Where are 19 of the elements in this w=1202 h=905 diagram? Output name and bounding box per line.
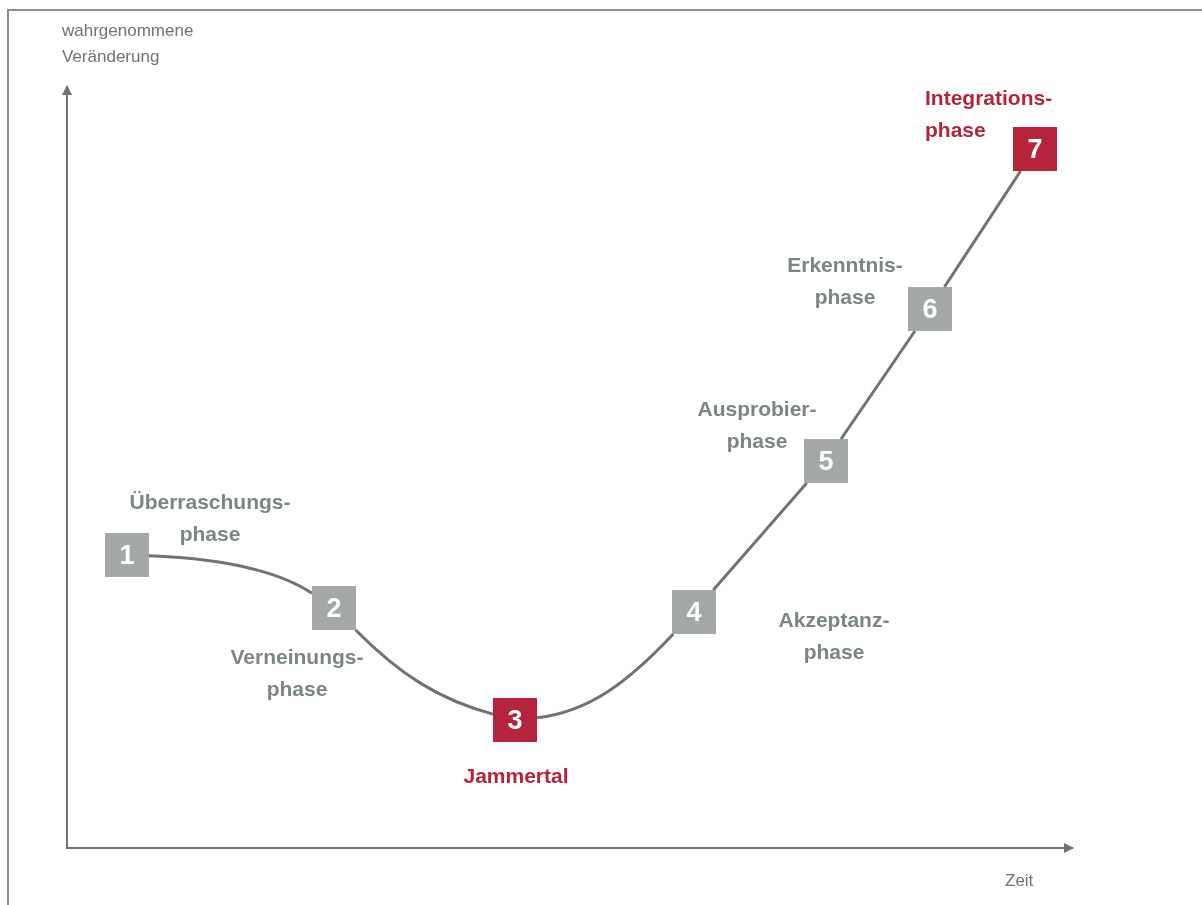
phase-number-box: 2 xyxy=(312,586,356,630)
y-axis-label: wahrgenommene Veränderung xyxy=(62,20,195,68)
curve-segment xyxy=(839,330,917,440)
phase-label: Verneinungs- phase xyxy=(229,644,365,702)
phase-label: Erkenntnis- phase xyxy=(786,252,904,310)
x-axis-label: Zeit xyxy=(1005,870,1035,892)
phase-label: Akzeptanz- phase xyxy=(777,607,891,665)
phase-number-box: 7 xyxy=(1013,127,1057,171)
curve-segment xyxy=(536,632,675,720)
curve-segment xyxy=(712,482,808,591)
curve-segment xyxy=(354,628,494,716)
phase-number-box: 3 xyxy=(493,698,537,742)
phase-number-box: 5 xyxy=(804,439,848,483)
phase-label: Jammertal xyxy=(462,763,570,789)
curve-segment xyxy=(148,554,313,595)
curve-segment xyxy=(943,170,1022,288)
phase-number-box: 4 xyxy=(672,590,716,634)
phase-number-box: 1 xyxy=(105,533,149,577)
phase-number-box: 6 xyxy=(908,287,952,331)
